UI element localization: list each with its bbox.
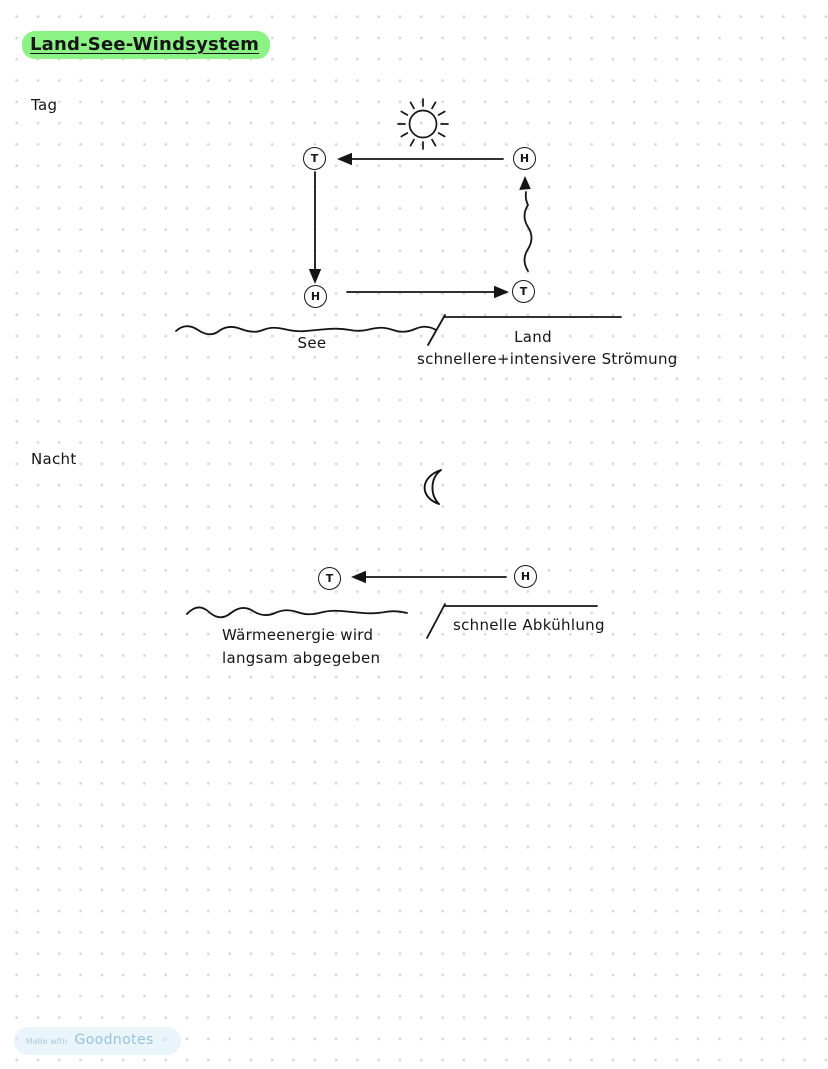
day-coast-slash [427, 314, 446, 346]
day-node-bottom-right-letter: T [519, 285, 528, 298]
sun-icon [397, 98, 449, 150]
moon-icon [423, 469, 442, 505]
day-node-bottom-left-letter: H [310, 290, 321, 303]
day-convection-arrow [519, 176, 533, 272]
day-node-top-left-letter: T [310, 152, 319, 165]
day-arrow-t-down-to-h [308, 171, 322, 284]
day-node-bottom-right: T [512, 280, 535, 303]
day-section-label: Tag [31, 96, 58, 114]
night-node-left: T [318, 567, 341, 590]
day-node-top-left: T [303, 147, 326, 170]
day-node-top-right: H [513, 147, 536, 170]
night-sea-line [186, 606, 408, 619]
day-arrow-h-to-t-top [337, 152, 504, 166]
day-node-bottom-left: H [304, 285, 327, 308]
night-section-label: Nacht [31, 450, 77, 468]
day-sea-label: See [297, 334, 327, 352]
page-title: Land-See-Windsystem [22, 31, 271, 59]
night-sea-note-line1: Wärmeenergie wird [222, 626, 374, 644]
watermark-prefix: Made with [26, 1037, 68, 1046]
night-coast-slash [426, 603, 446, 639]
night-node-left-letter: T [325, 572, 334, 585]
goodnotes-logo: Goodnotes [74, 1032, 154, 1048]
night-node-right-letter: H [520, 570, 531, 583]
night-land-note: schnelle Abkühlung [453, 616, 605, 634]
night-arrow-h-to-t [351, 570, 507, 584]
trademark-symbol: ™ [160, 1039, 167, 1046]
night-node-right: H [514, 565, 537, 588]
day-node-top-right-letter: H [519, 152, 530, 165]
day-arrow-h-to-t-bottom [346, 285, 509, 299]
day-flow-note: schnellere+intensivere Strömung [417, 350, 678, 368]
goodnotes-watermark: Made with Goodnotes ™ [14, 1027, 181, 1055]
night-sea-note-line2: langsam abgegeben [222, 649, 381, 667]
day-land-label: Land [514, 328, 552, 346]
